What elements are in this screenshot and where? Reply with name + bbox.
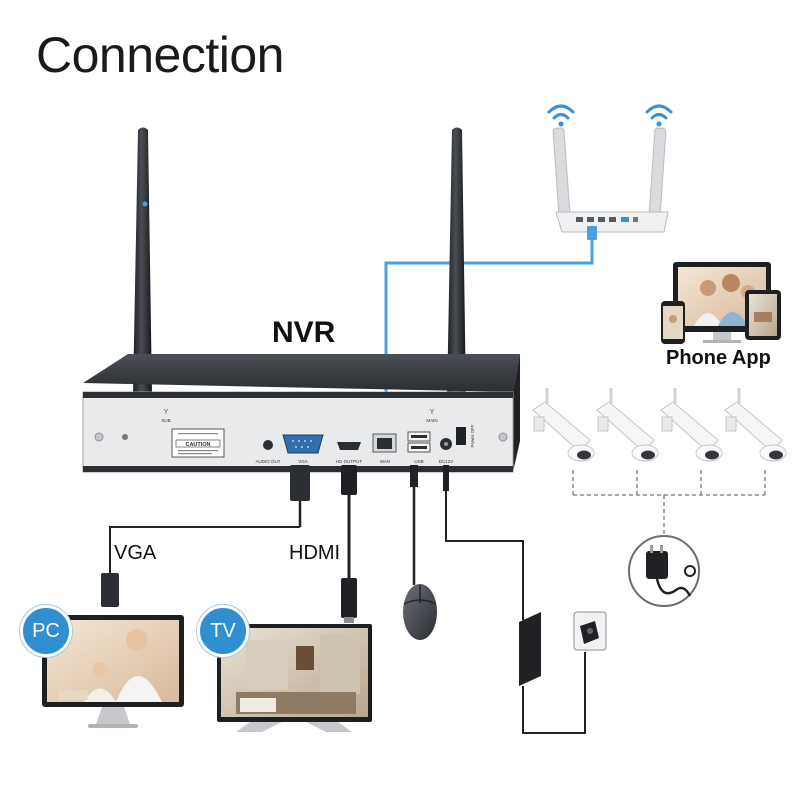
- wifi-icon: [547, 104, 575, 127]
- power-outlet-icon: [573, 611, 607, 651]
- page-title: Connection: [36, 27, 284, 83]
- power-adapter-icon: [646, 545, 696, 597]
- vga-port-label: VGA: [298, 459, 308, 464]
- security-camera-icon: [724, 388, 787, 462]
- hdmi-cable: [341, 465, 357, 623]
- vga-label: VGA: [114, 542, 157, 564]
- usb-port-label: USB: [414, 459, 423, 464]
- router: [547, 104, 673, 233]
- pc-badge: PC: [20, 605, 72, 657]
- antenna-icon: [133, 127, 152, 395]
- camera-group: [532, 388, 787, 607]
- phone-app-devices: [661, 262, 781, 344]
- panel-text: CAUTION AUDIO OUT VGA HD OUTPUT WAN USB …: [161, 418, 475, 464]
- tv-badge: TV: [197, 605, 249, 657]
- security-camera-icon: [660, 388, 723, 462]
- security-camera-icon: [532, 388, 595, 462]
- hdmi-port-label: HD OUTPUT: [336, 459, 362, 464]
- network-cable: [384, 232, 594, 410]
- mouse-cable: [410, 465, 418, 585]
- mouse-icon: [403, 584, 437, 640]
- audio-out-label: AUDIO OUT: [255, 459, 280, 464]
- security-camera-icon: [596, 388, 659, 462]
- power-switch-label: Power OFF: [470, 424, 475, 447]
- pc-monitor: [42, 615, 184, 728]
- camera-power-bracket: [572, 470, 766, 535]
- power-port-label: DC12V: [439, 459, 454, 464]
- phone-app-label: Phone App: [666, 347, 771, 369]
- svg-text:Y: Y: [430, 409, 435, 416]
- antenna-main-label: MAIN: [426, 418, 437, 423]
- caution-label: CAUTION: [185, 442, 210, 448]
- wifi-icon: [645, 104, 673, 127]
- nvr-label: NVR: [272, 316, 336, 349]
- hdmi-label: HDMI: [289, 542, 341, 564]
- antenna-icon: [447, 127, 466, 400]
- power-cable: [443, 465, 586, 734]
- antenna-sub-label: SUB: [161, 418, 170, 423]
- vga-cable: [101, 465, 310, 607]
- wan-port-label: WAN: [380, 459, 390, 464]
- svg-text:Y: Y: [164, 409, 169, 416]
